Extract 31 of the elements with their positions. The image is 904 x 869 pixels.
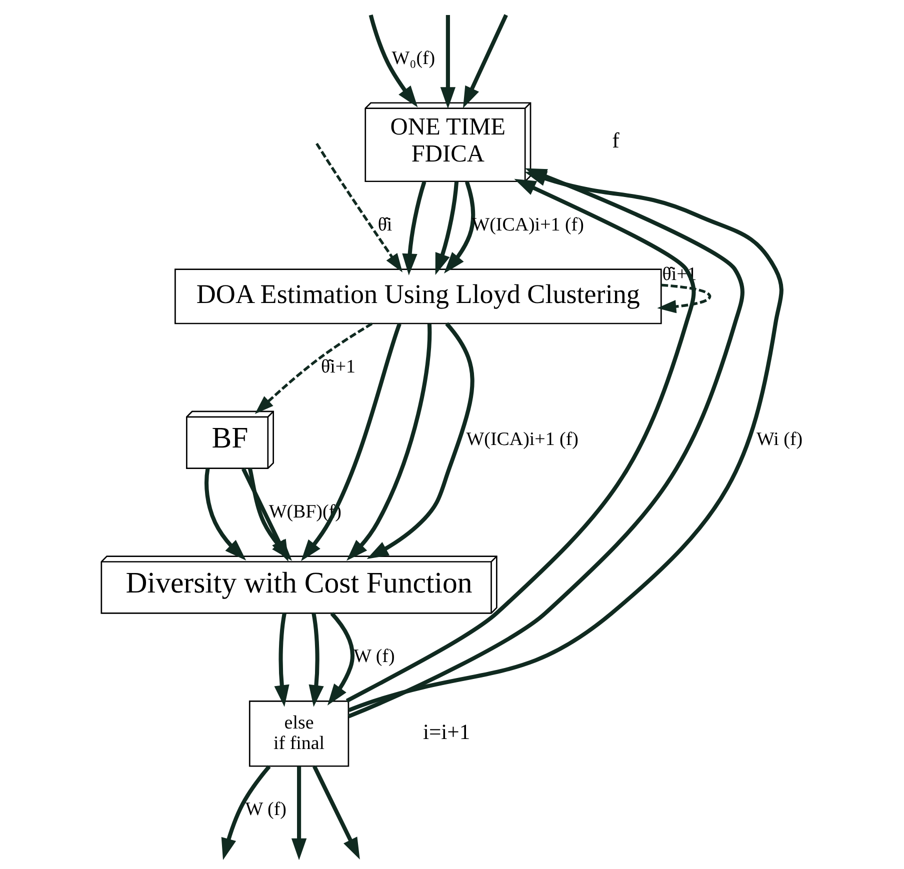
arrow bbox=[657, 284, 712, 314]
arrow bbox=[254, 322, 373, 414]
arrow bbox=[312, 765, 360, 860]
arrow bbox=[241, 468, 288, 562]
arrow bbox=[368, 14, 418, 108]
arrow bbox=[346, 178, 696, 703]
label: f bbox=[612, 128, 620, 152]
label: i=i+1 bbox=[422, 720, 470, 744]
arrow bbox=[301, 323, 402, 562]
arrow bbox=[221, 765, 271, 860]
arrow bbox=[462, 14, 508, 108]
arrow bbox=[346, 324, 432, 561]
arrow bbox=[402, 181, 426, 276]
node-box: DOA Estimation Using Lloyd Clustering bbox=[174, 268, 662, 324]
arrow bbox=[440, 14, 456, 109]
arrow bbox=[204, 468, 246, 560]
edge-label: θ̂i+1 bbox=[321, 356, 356, 378]
arrow bbox=[316, 142, 402, 272]
arrow bbox=[366, 322, 474, 559]
node-box: else if final bbox=[248, 700, 350, 767]
arrow bbox=[435, 182, 459, 276]
arrow bbox=[291, 766, 307, 860]
arrow bbox=[308, 612, 324, 707]
edge-label: θ̂i bbox=[378, 214, 392, 236]
edge-label: W₀(f) bbox=[392, 48, 436, 69]
arrow bbox=[327, 612, 354, 706]
edge-label: Wi (f) bbox=[756, 428, 803, 450]
edge-label: W (f) bbox=[245, 799, 286, 820]
arrow bbox=[274, 612, 290, 707]
arrow bbox=[444, 181, 476, 274]
edge-label: W(ICA)i+1 (f) bbox=[466, 428, 578, 450]
